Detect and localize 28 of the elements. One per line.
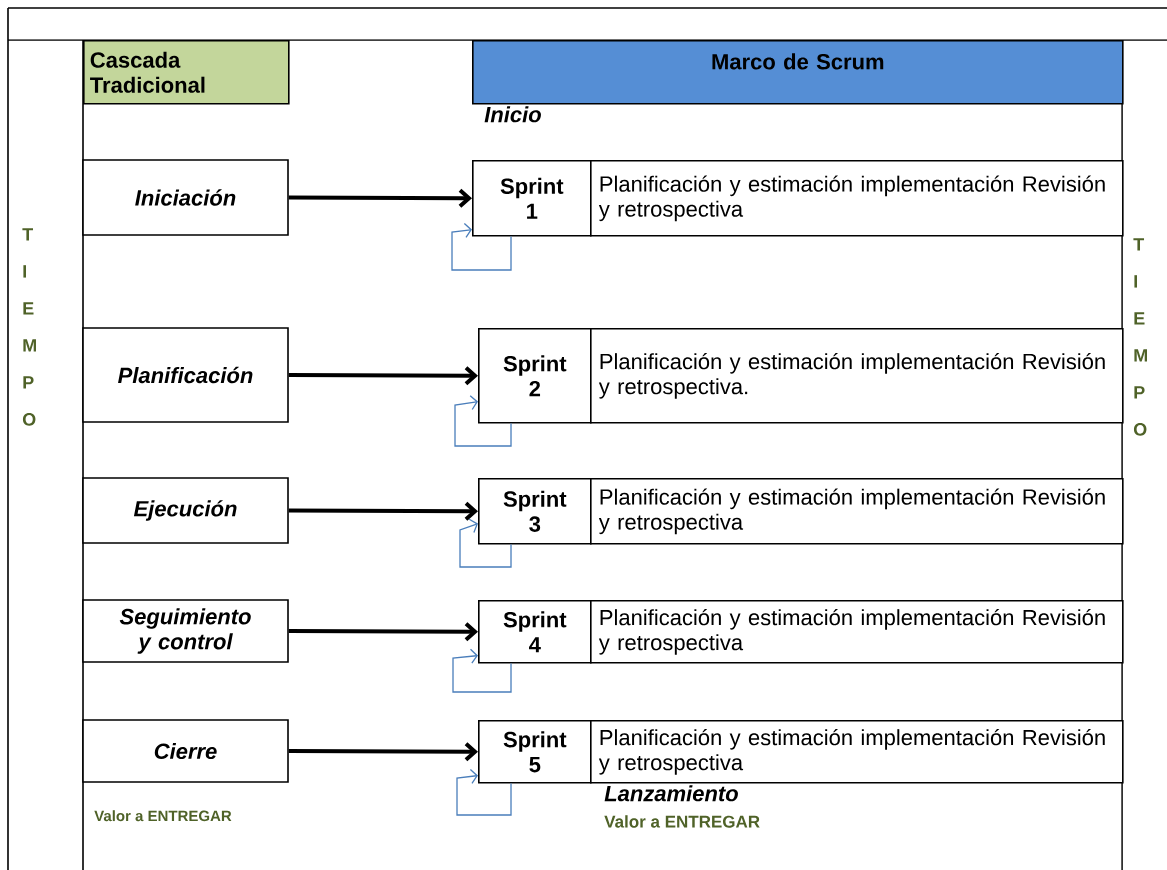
phase-box: Ejecución [82, 477, 289, 544]
time-label: T I E M P O [22, 228, 36, 426]
arrow [288, 622, 478, 642]
loop-arrow [454, 395, 512, 447]
phase-box: Seguimiento y control [82, 599, 289, 663]
section-label: Lanzamiento [604, 785, 738, 802]
sprint-box: Sprint 1 [472, 160, 592, 237]
value-label: Valor a ENTREGAR [604, 815, 760, 828]
sprint-box: Sprint 5 [478, 720, 592, 784]
arrow [288, 366, 478, 386]
loop-arrow [451, 222, 512, 271]
section-label: Inicio [484, 106, 541, 123]
loop-arrow [452, 648, 512, 693]
time-label: T I E M P O [1133, 238, 1147, 436]
sprint-box: Sprint 3 [478, 478, 592, 545]
value-label: Valor a ENTREGAR [94, 810, 232, 822]
loop-arrow [459, 518, 512, 568]
arrow [288, 501, 478, 521]
sprint-box: Sprint 2 [478, 328, 592, 424]
arrow [288, 188, 472, 208]
arrow [288, 742, 478, 762]
phase-box: Iniciación [82, 159, 289, 236]
header-box: Cascada Tradicional [83, 40, 290, 105]
phase-box: Cierre [82, 719, 289, 783]
header-box: Marco de Scrum [472, 40, 1124, 105]
sprint-box: Sprint 4 [478, 600, 592, 664]
phase-box: Planificación [82, 327, 289, 423]
loop-arrow [456, 768, 512, 816]
